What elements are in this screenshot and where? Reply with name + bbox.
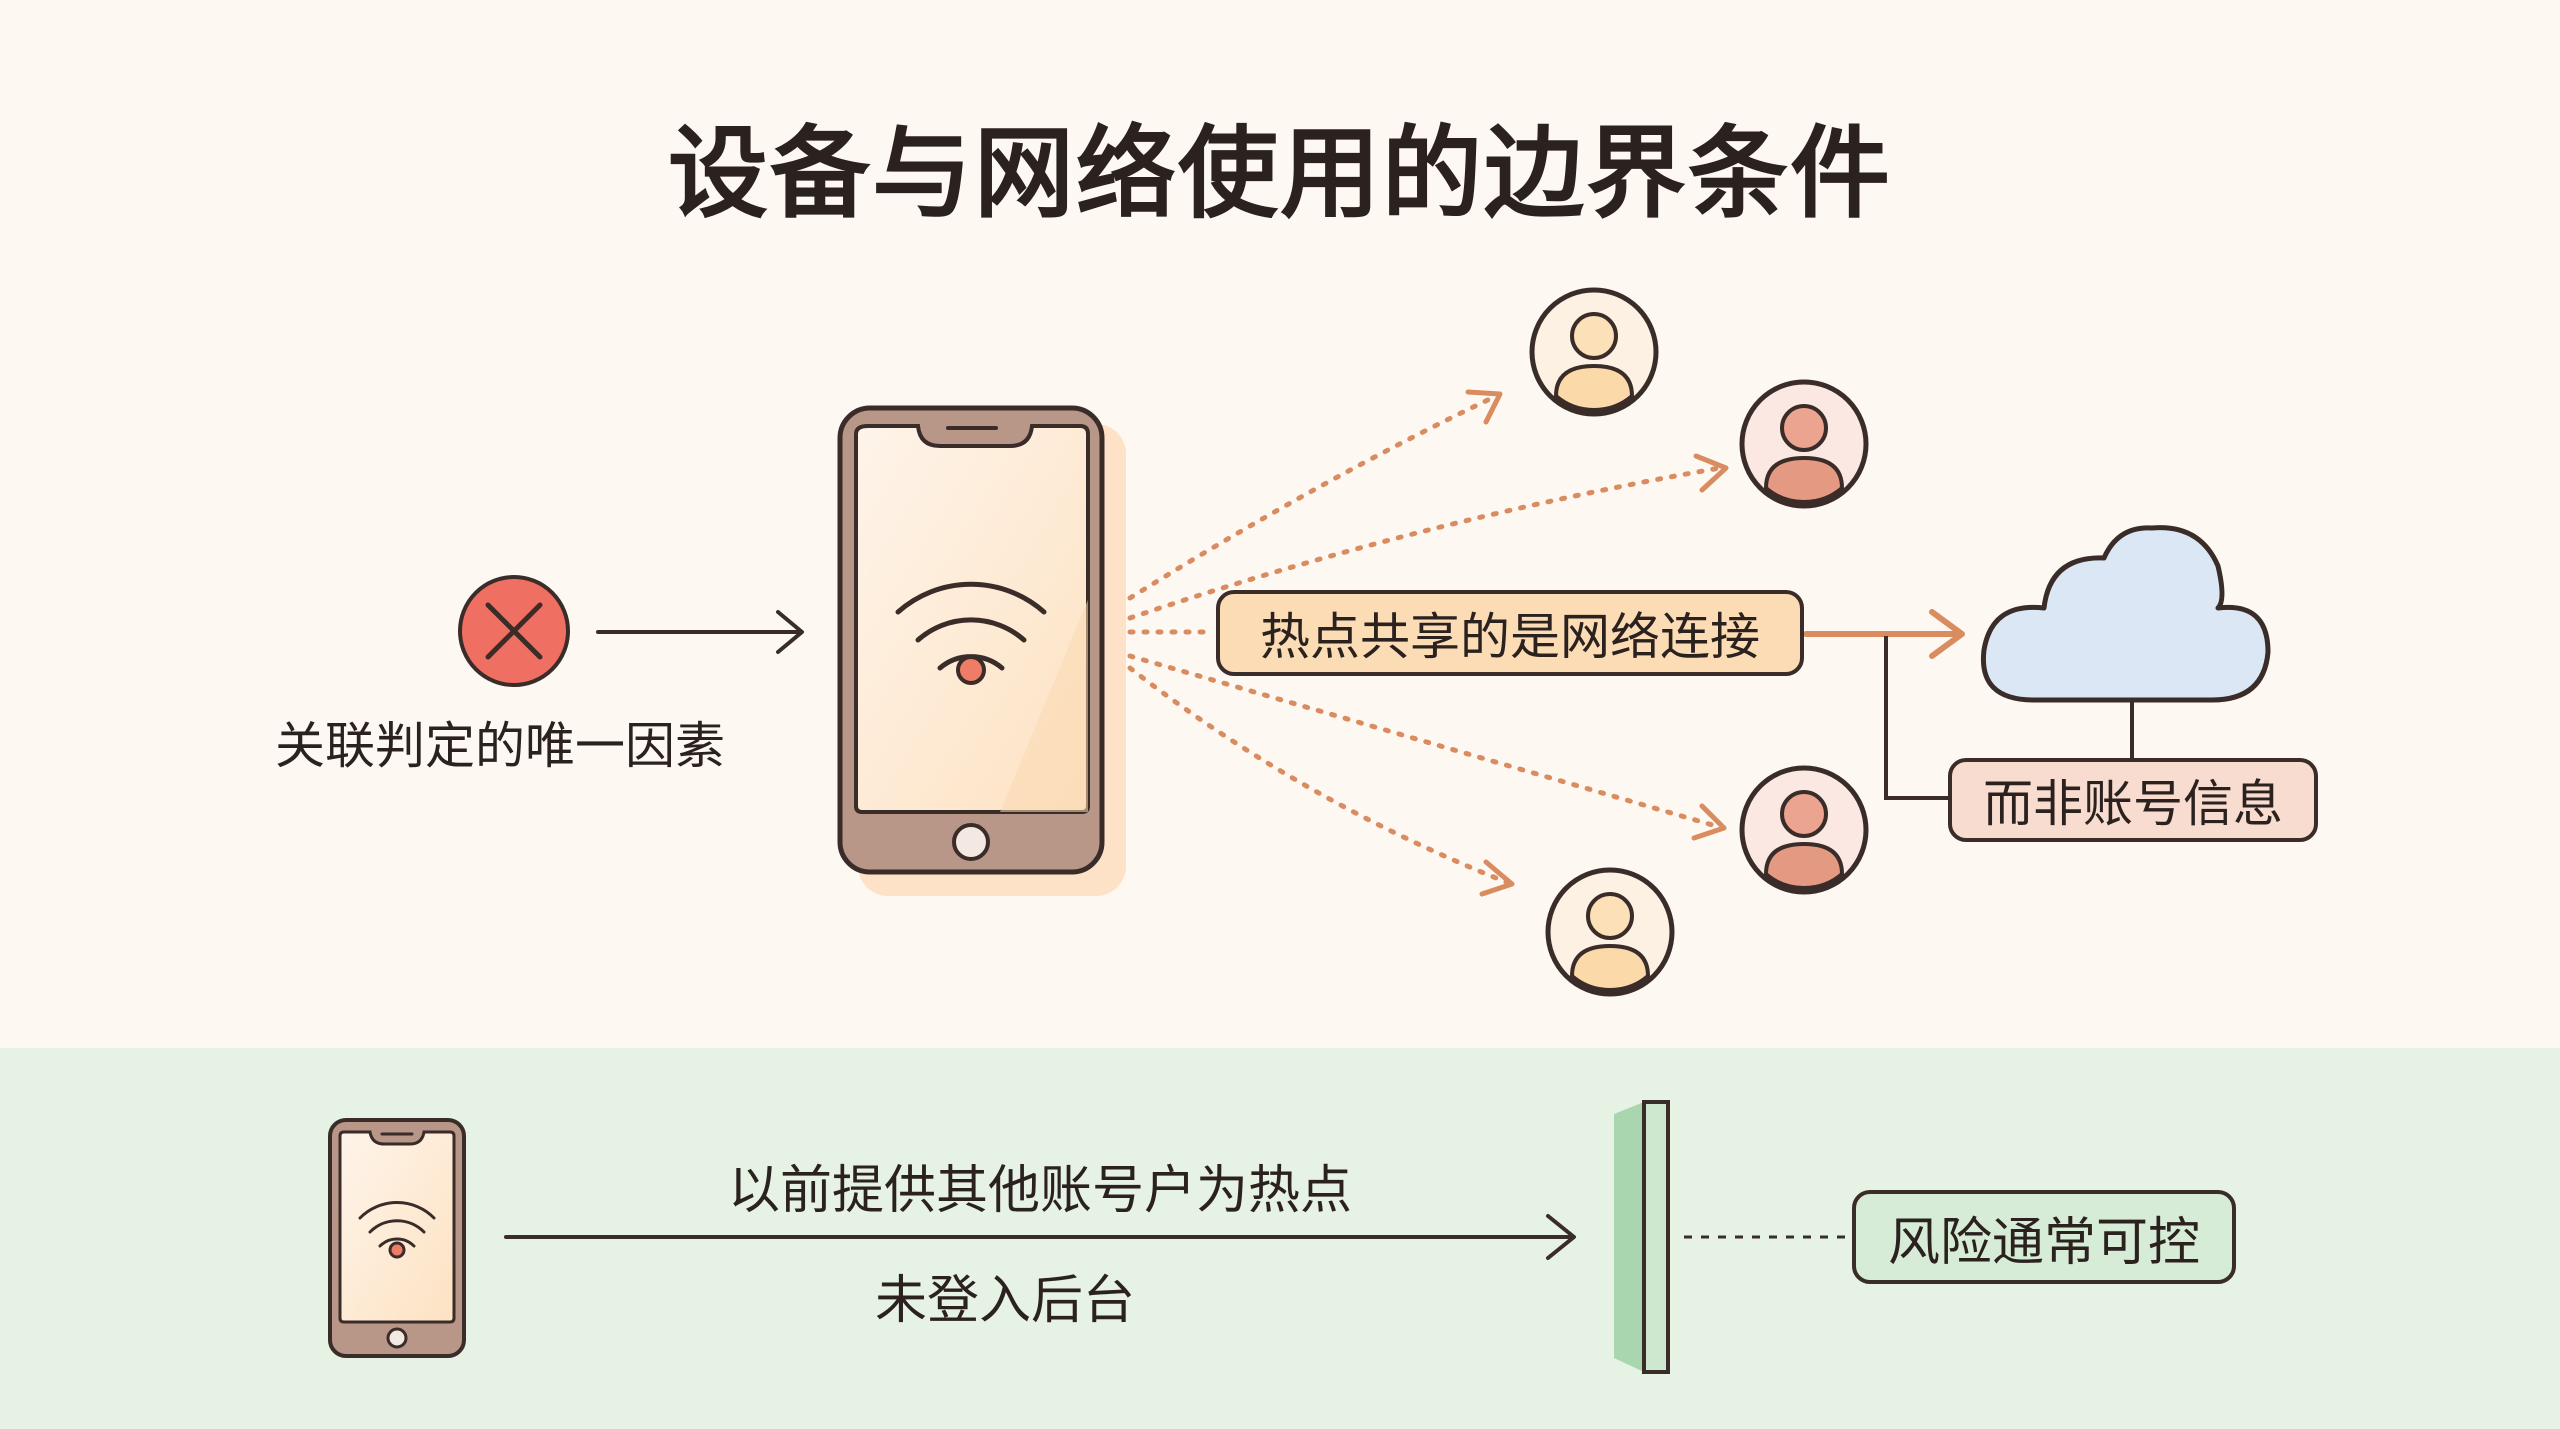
bottom-arrow — [504, 1214, 1576, 1260]
bottom-label-bottom: 未登入后台 — [874, 1271, 1135, 1331]
wifi-icon — [358, 1201, 436, 1259]
wifi-icon — [895, 581, 1047, 685]
bracket-connector — [1884, 636, 2134, 800]
arrow-to-phone — [596, 610, 804, 654]
x-circle-icon — [458, 575, 570, 687]
page-title: 设备与网络使用的边界条件 — [668, 115, 1892, 232]
hotspot-label: 热点共享的是网络连接 — [1216, 590, 1804, 676]
result-label: 风险通常可控 — [1852, 1190, 2236, 1284]
user-avatar-icon — [1545, 867, 1675, 997]
user-avatar-icon — [1739, 379, 1869, 509]
arrowheads-dotted — [1465, 389, 1729, 897]
user-avatar-icon — [1529, 287, 1659, 417]
barrier-icon — [1614, 1100, 1670, 1374]
user-avatar-icon — [1739, 765, 1869, 895]
arrow-to-cloud — [1803, 609, 1965, 659]
smartphone-icon — [837, 405, 1126, 896]
left-label: 关联判定的唯一因素 — [275, 717, 725, 775]
cloud-icon — [1980, 525, 2271, 703]
bottom-label-top: 以前提供其他账号户为热点 — [727, 1161, 1352, 1221]
dotted-arrows — [1127, 395, 1723, 885]
account-label: 而非账号信息 — [1948, 758, 2318, 842]
